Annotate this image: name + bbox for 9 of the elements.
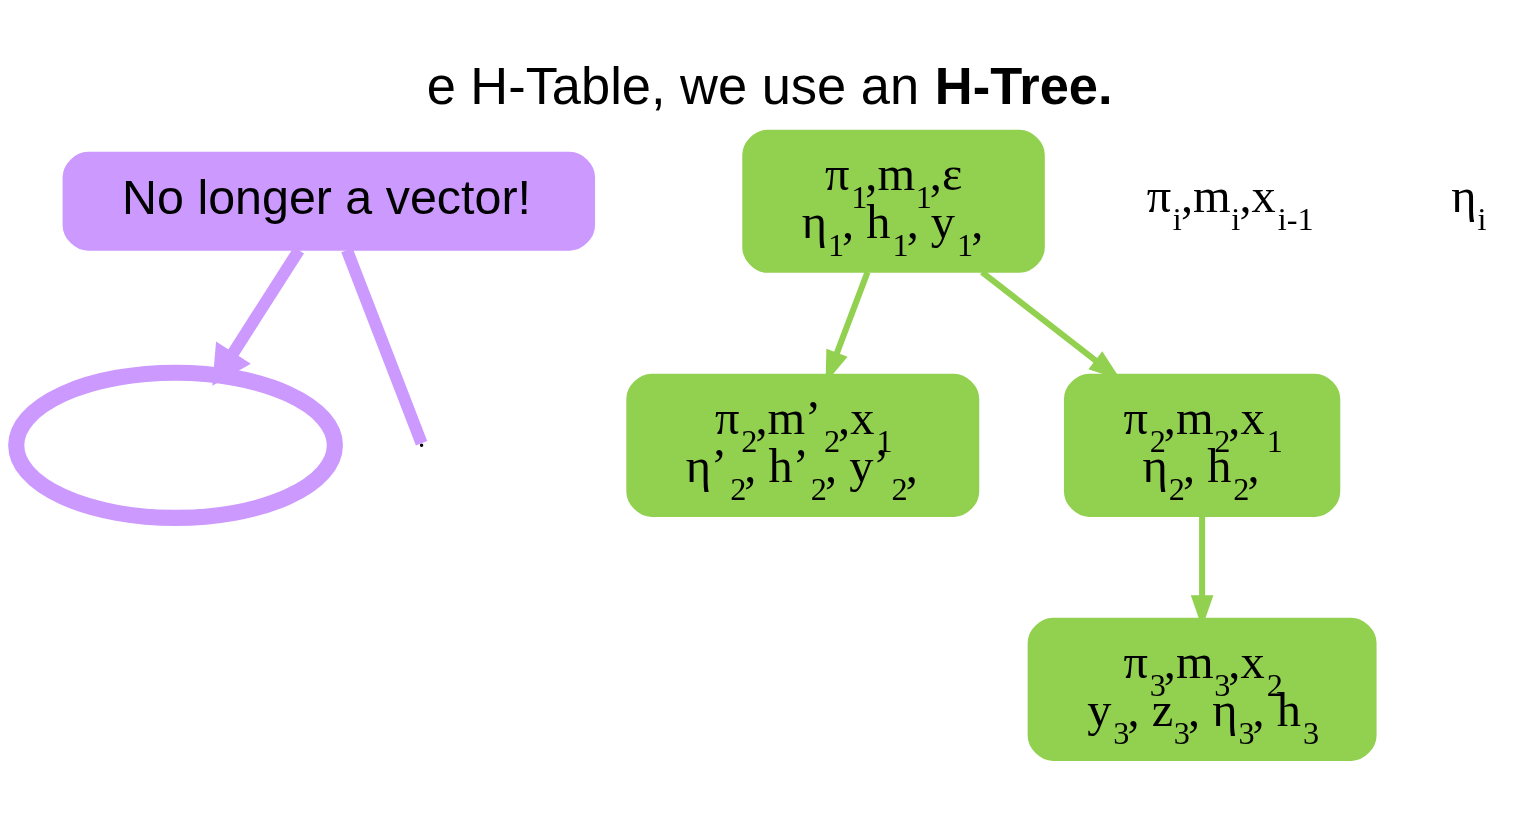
node-circle — [8, 364, 343, 526]
diagram-title: e H-Table, we use an H-Tree. — [426, 57, 1113, 116]
node-box: π$_{2}$,m$_{2}$,x$_{1}$ η$_{2}$, h$_{2}$, — [1063, 373, 1341, 517]
node-box: π$_{3}$,m$_{3}$,x$_{2}$ y$_{3}$, z$_{3}$, η$_{3}$, h$_{3}$ — [1027, 617, 1377, 761]
node-box: π$_{1}$,m$_{1}$,ε η$_{1}$, h$_{1}$, y$_{1}$, — [742, 129, 1045, 273]
label: π$_{i}$,m$_{i}$,x$_{i-1}$ — [1146, 168, 1314, 237]
node-box: No longer a vector! — [62, 151, 596, 251]
connector — [341, 247, 428, 446]
label: η$_{i}$ — [1451, 168, 1487, 237]
